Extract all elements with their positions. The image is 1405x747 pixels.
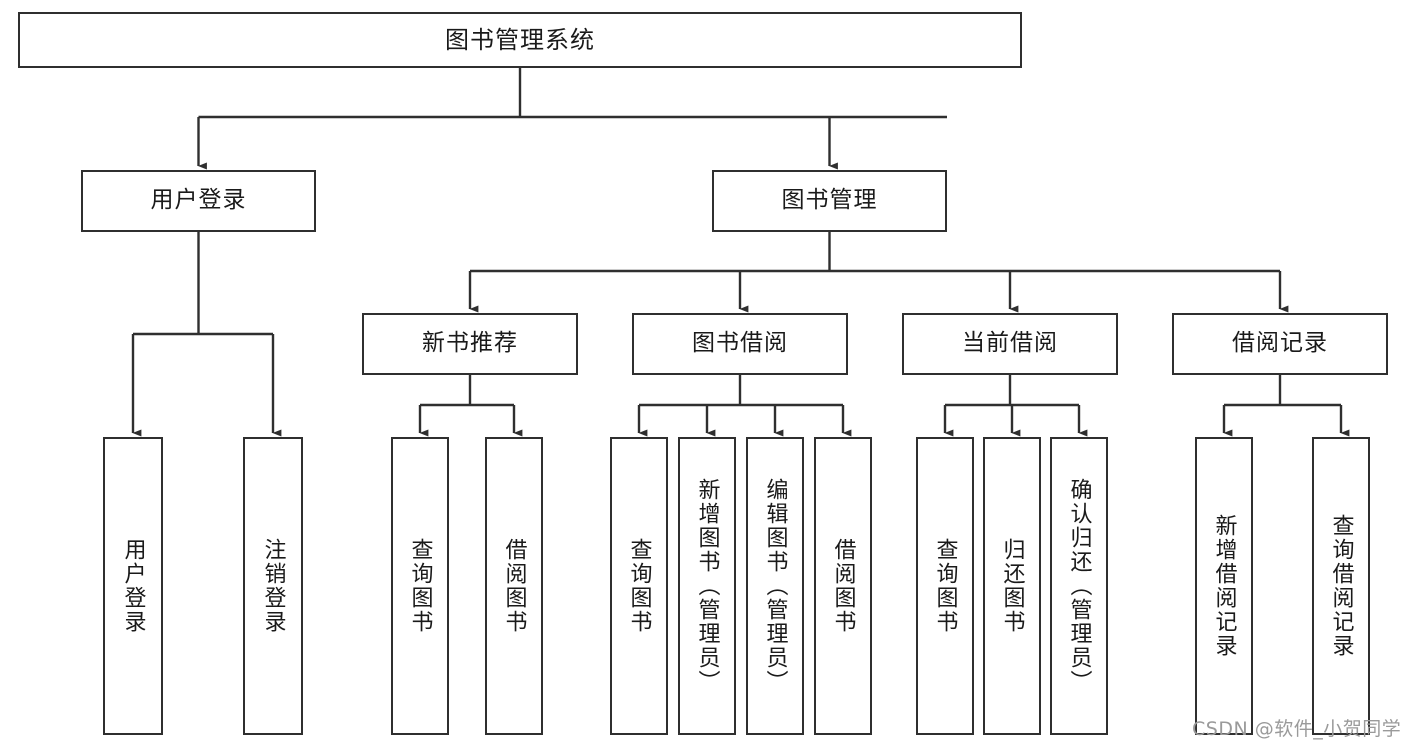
- node-leaf-add-record[interactable]: 新增借阅记录: [1195, 437, 1253, 735]
- node-new-book-rec[interactable]: 新书推荐: [362, 313, 578, 375]
- node-current-borrow[interactable]: 当前借阅: [902, 313, 1118, 375]
- node-leaf-confirm-return[interactable]: 确认归还（管理员）: [1050, 437, 1108, 735]
- node-current-borrow-label: 当前借阅: [962, 330, 1058, 357]
- node-leaf-query-book-rec[interactable]: 查询图书: [391, 437, 449, 735]
- node-book-manage[interactable]: 图书管理: [712, 170, 947, 232]
- node-user-login[interactable]: 用户登录: [81, 170, 316, 232]
- node-leaf-query-record-label: 查询借阅记录: [1328, 514, 1354, 658]
- node-leaf-edit-book-label: 编辑图书（管理员）: [762, 478, 788, 694]
- node-leaf-user-login[interactable]: 用户登录: [103, 437, 163, 735]
- node-leaf-borrow-book-b-label: 借阅图书: [830, 538, 856, 634]
- node-root[interactable]: 图书管理系统: [18, 12, 1022, 68]
- node-leaf-logout-label: 注销登录: [260, 538, 286, 634]
- node-leaf-query-book-rec-label: 查询图书: [407, 538, 433, 634]
- node-leaf-borrow-book-rec-label: 借阅图书: [501, 538, 527, 634]
- node-leaf-user-login-label: 用户登录: [120, 538, 146, 634]
- node-leaf-add-book[interactable]: 新增图书（管理员）: [678, 437, 736, 735]
- node-leaf-query-book-b-label: 查询图书: [626, 538, 652, 634]
- csdn-watermark: CSDN @软件_小贺同学: [1192, 718, 1402, 740]
- node-leaf-edit-book[interactable]: 编辑图书（管理员）: [746, 437, 804, 735]
- node-leaf-confirm-return-label: 确认归还（管理员）: [1066, 478, 1092, 694]
- node-leaf-borrow-book-b[interactable]: 借阅图书: [814, 437, 872, 735]
- node-leaf-query-book-b[interactable]: 查询图书: [610, 437, 668, 735]
- node-leaf-add-record-label: 新增借阅记录: [1211, 514, 1237, 658]
- node-leaf-query-record[interactable]: 查询借阅记录: [1312, 437, 1370, 735]
- node-leaf-query-book-c[interactable]: 查询图书: [916, 437, 974, 735]
- node-leaf-add-book-label: 新增图书（管理员）: [694, 478, 720, 694]
- node-book-borrow-label: 图书借阅: [692, 330, 788, 357]
- node-new-book-rec-label: 新书推荐: [422, 330, 518, 357]
- node-leaf-return-book-label: 归还图书: [999, 538, 1025, 634]
- node-borrow-record[interactable]: 借阅记录: [1172, 313, 1388, 375]
- node-leaf-return-book[interactable]: 归还图书: [983, 437, 1041, 735]
- node-leaf-borrow-book-rec[interactable]: 借阅图书: [485, 437, 543, 735]
- node-borrow-record-label: 借阅记录: [1232, 330, 1328, 357]
- node-book-manage-label: 图书管理: [781, 187, 878, 214]
- node-user-login-label: 用户登录: [150, 187, 247, 214]
- node-leaf-query-book-c-label: 查询图书: [932, 538, 958, 634]
- node-root-label: 图书管理系统: [445, 25, 595, 54]
- node-book-borrow[interactable]: 图书借阅: [632, 313, 848, 375]
- node-leaf-logout[interactable]: 注销登录: [243, 437, 303, 735]
